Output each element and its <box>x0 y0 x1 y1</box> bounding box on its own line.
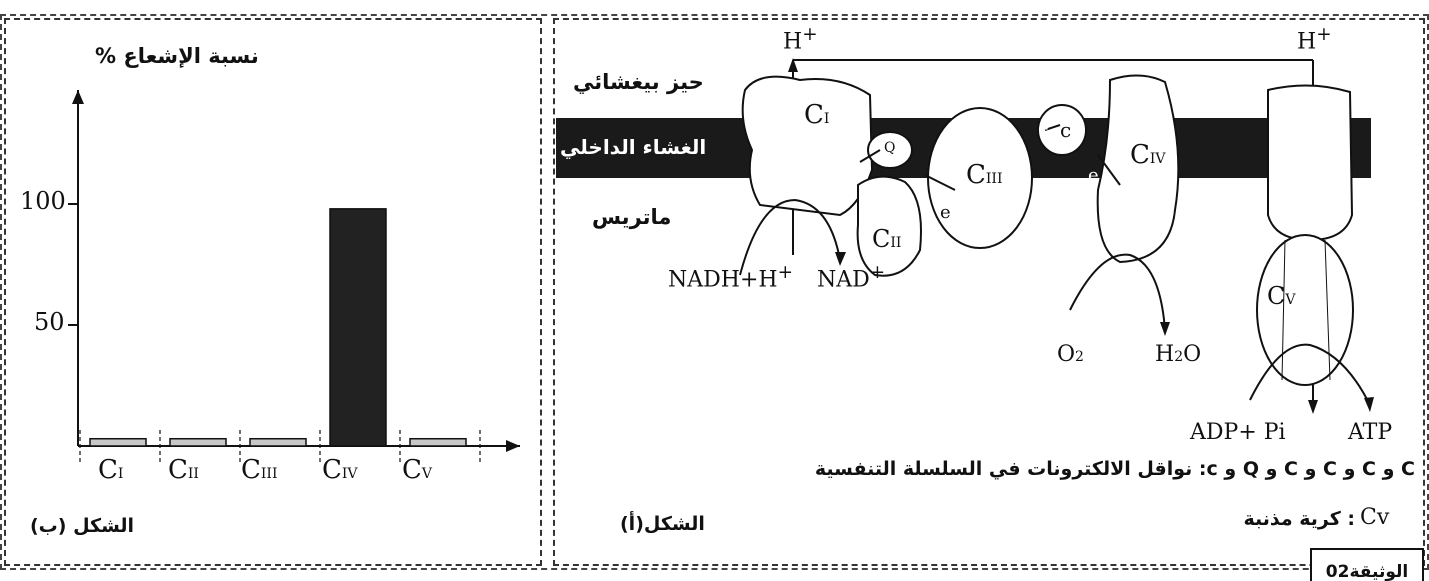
bar-ciii <box>249 437 307 447</box>
label-cv: CV <box>1267 282 1296 310</box>
electron-2: e <box>940 202 951 223</box>
nadh-label: NADH+H+ <box>668 262 793 293</box>
y-axis-arrow <box>72 90 84 104</box>
label-ciii: CIII <box>966 160 1003 190</box>
x-axis-arrow <box>506 440 520 452</box>
complex-civ <box>1096 74 1180 264</box>
x-tick-ciii: CIII <box>241 455 278 485</box>
panel-b <box>4 18 542 566</box>
legend-cv-text: : كرية مذنبة <box>1243 508 1355 530</box>
electron-3: e <box>1038 118 1049 139</box>
h-plus-left: H+ <box>783 24 818 55</box>
bar-cii <box>169 437 227 447</box>
h2o-label: H2O <box>1155 342 1202 367</box>
bar-ci <box>89 437 147 447</box>
nad-label: NAD+ <box>817 262 886 293</box>
c-label: c <box>1060 118 1072 142</box>
complex-ciii <box>927 107 1033 249</box>
x-tick-cii: CII <box>168 455 199 485</box>
label-cii: CII <box>872 225 902 253</box>
y-tick-100: 100 <box>20 187 66 215</box>
legend-cv-symbol: Cv <box>1360 505 1390 530</box>
complex-cv-stalk <box>1267 84 1354 242</box>
legend-carriers: C و C و C و C و Q و c: نواقل الالكترونات… <box>814 458 1415 480</box>
ubiquinone-q <box>867 131 913 169</box>
complex-cii <box>856 175 922 277</box>
electron-1: e <box>850 148 861 169</box>
label-ci: CI <box>804 100 830 130</box>
x-tick-civ: CIV <box>322 455 358 485</box>
label-civ: CIV <box>1130 140 1166 170</box>
x-tick-cv: CV <box>402 455 433 485</box>
atp-label: ATP <box>1348 420 1393 445</box>
figure-frame <box>0 14 1429 570</box>
panel-a-caption: الشكل(أ) <box>620 513 705 535</box>
q-label: Q <box>884 140 896 156</box>
cytochrome-c <box>1037 104 1087 156</box>
y-tick-50: 50 <box>34 308 65 336</box>
inner-membrane-label: الغشاء الداخلي <box>560 135 707 159</box>
adp-label: ADP+ Pi <box>1190 420 1286 445</box>
bar-chart <box>68 90 520 462</box>
panel-b-caption: الشكل (ب) <box>30 515 135 537</box>
bar-civ <box>329 208 387 447</box>
x-tick-ci: CI <box>98 455 124 485</box>
h-plus-right: H+ <box>1297 24 1332 55</box>
matrix-label: ماتريس <box>592 205 672 229</box>
panel-a <box>553 18 1425 566</box>
o2-label: O2 <box>1057 342 1084 367</box>
complex-ci <box>741 75 874 217</box>
document-tag: الوثيقة02 <box>1310 548 1424 581</box>
y-axis-label: نسبة الإشعاع % <box>95 44 259 68</box>
bar-cv <box>409 437 467 447</box>
electron-4: e <box>1088 165 1099 186</box>
intermembrane-space-label: حيز بيغشائي <box>573 70 704 94</box>
